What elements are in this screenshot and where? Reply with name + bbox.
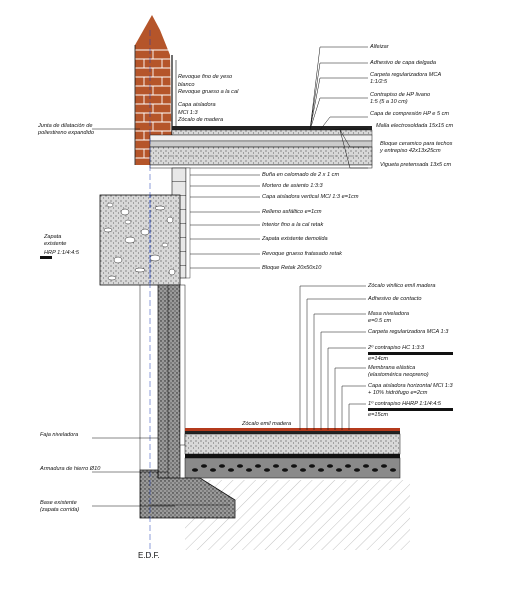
label-armadura: Armadura de hierro Ø10 (40, 466, 101, 472)
label-adhesivo: Adhesivo de capa delgada (370, 60, 436, 66)
floor-layers (184, 428, 401, 479)
label-bloque-2: y entrepiso 42x13x25cm (380, 148, 441, 154)
label-revoque-grueso: Revoque grueso a la cal (178, 89, 239, 95)
label-membrana-2: (elastomérica neopreno) (368, 372, 429, 378)
label-carpeta-2: Carpeta regularizadora MCA 1:3 (368, 329, 449, 335)
label-carpeta-1b: 1:1/2:5 (370, 79, 388, 85)
label-zocalo: Zócalo de madera (178, 117, 224, 123)
label-bloque-1: Bloque ceramico para techos (380, 141, 453, 147)
brick-wall (134, 15, 173, 167)
label-contrapiso-2b: e=14cm (368, 356, 389, 362)
label-capa-vertical: Capa aisladora vertical MCI 1:3 e=1cm (262, 194, 359, 200)
label-contrapiso-3b: e=15cm (368, 412, 389, 418)
label-capa-aisladora-2: MCI 1:3 (178, 110, 198, 116)
label-contrapiso-1: Contrapiso de HP livano (370, 92, 431, 98)
label-contrapiso-3a: 1º contrapiso HHRP 1:1/4:4:5 (368, 401, 442, 407)
label-junta-2: poliestireno expandido (38, 130, 94, 136)
axis-title: E.D.F. (138, 551, 160, 560)
label-junta-1: Junta de dilatación de (38, 123, 93, 129)
label-revoque-fino-1: Revoque fino de yeso (178, 74, 233, 80)
label-malla: Malla electrosoldada 15x15 cm (376, 123, 454, 129)
existing-footing (99, 194, 181, 286)
slab (149, 126, 373, 169)
label-alfeizar: Alfeizar (370, 44, 389, 50)
label-adhesivo-contacto: Adhesivo de contacto (368, 296, 422, 302)
label-faja: Faja niveladora (40, 432, 79, 438)
label-interior: Interior fino a la cal retak (262, 222, 324, 228)
label-zapata-2: existente (44, 241, 67, 247)
label-base-2: (zapata corrida) (40, 507, 80, 513)
label-bloque-retak: Bloque Retak 20x50x10 (262, 265, 322, 271)
label-capa-compresion: Capa de compresión HP e 5 cm (370, 111, 450, 117)
label-zocalo-madera: Zócalo emil madera (242, 421, 292, 427)
label-membrana-1: Membrana elástica (368, 365, 416, 371)
label-masa-2: e=0.5 cm (368, 318, 392, 324)
label-zapata-1: Zapata (44, 234, 62, 240)
label-zocalo-vinilico: Zócalo vinilico emil madera (368, 283, 436, 289)
label-capa-h-1: Capa aisladora horizontal MCI 1:3 (368, 383, 453, 389)
label-relleno: Relleno asfáltico e=1cm (262, 209, 322, 215)
label-zapata-dem: Zapata existente demolida (262, 236, 328, 242)
label-base-1: Base existente (40, 500, 77, 506)
label-vigueta: Vigueta pretensada 13x5 cm (380, 162, 452, 168)
lower-wall (139, 284, 186, 516)
label-revoque-fino-2: blanco (178, 82, 195, 88)
label-contrapiso-2a: 2º contrapiso HC 1:3:3 (368, 345, 425, 351)
label-mortero: Mortero de asiento 1:3:3 (262, 183, 323, 189)
label-carpeta-1: Carpeta regularizadora MCA (370, 72, 442, 78)
label-contrapiso-1b: 1:5 (5 a 10 cm) (370, 99, 408, 105)
label-buna: Buña en celomado de 2 x 1 cm (262, 172, 340, 178)
label-zapata-3: HRP 1:1/4:4:5 (44, 250, 79, 256)
label-capa-aisladora-1: Capa aisladora (178, 102, 216, 108)
label-revoque-fratasado: Revoque grueso fratasado retak (262, 251, 342, 257)
label-masa-1: Masa niveladora (368, 311, 410, 317)
label-capa-h-2: + 10% hidrófugo e=2cm (368, 390, 428, 396)
